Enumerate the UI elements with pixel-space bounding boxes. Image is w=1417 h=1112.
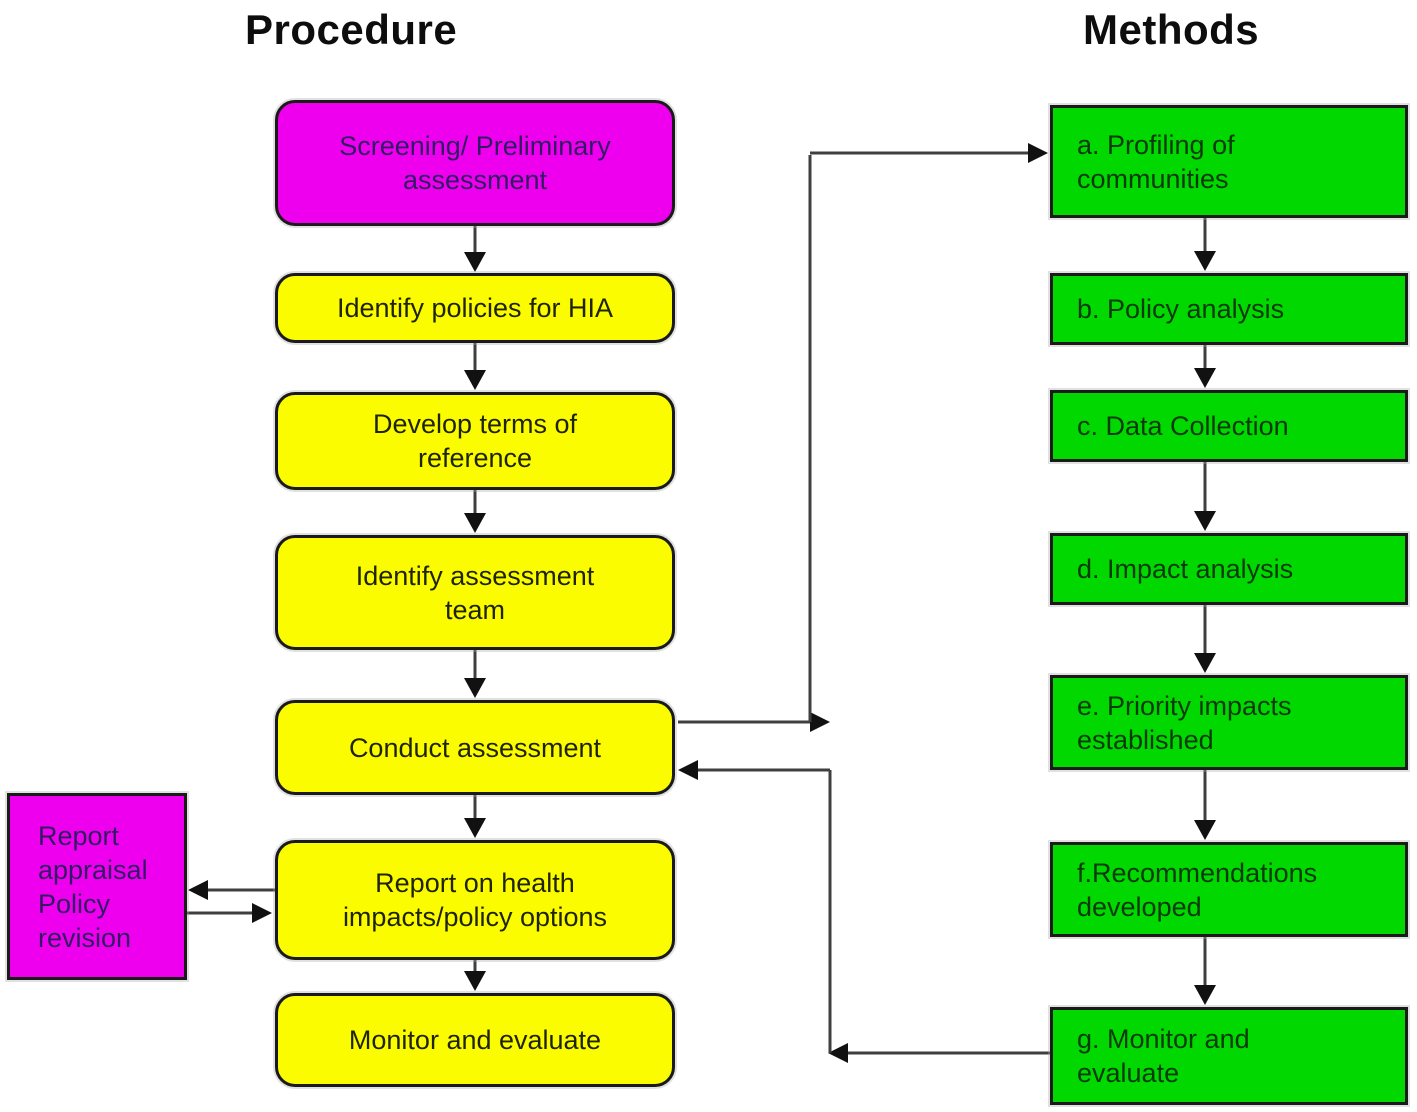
step-label: Monitor and evaluate: [348, 1025, 602, 1055]
box-identify-policies-for-hia: Identify policies for HIA: [275, 273, 675, 343]
box-conduct-assessment: Conduct assessment: [275, 700, 675, 795]
step-label: Conduct assessment: [348, 732, 602, 763]
method-label: g. Monitor and evaluate: [1077, 1024, 1250, 1088]
method-label: b. Policy analysis: [1077, 294, 1285, 324]
step-label: Report on health impacts/policy options: [342, 868, 608, 932]
box-method-priority-impacts-established: e. Priority impacts established: [1050, 675, 1408, 770]
box-method-data-collection: c. Data Collection: [1050, 390, 1408, 462]
method-label: a. Profiling of communities: [1077, 129, 1235, 194]
box-method-policy-analysis: b. Policy analysis: [1050, 273, 1408, 345]
procedure-down-arrows: [464, 226, 486, 991]
box-method-monitor-and-evaluate: g. Monitor and evaluate: [1050, 1007, 1408, 1105]
box-monitor-and-evaluate: Monitor and evaluate: [275, 993, 675, 1087]
box-screening-preliminary-assessment: Screening/ Preliminary assessment: [275, 100, 675, 226]
box-method-impact-analysis: d. Impact analysis: [1050, 533, 1408, 605]
box-method-recommendations-developed: f.Recommendations developed: [1050, 842, 1408, 937]
step-label: Screening/ Preliminary assessment: [339, 131, 611, 195]
method-label: e. Priority impacts established: [1077, 690, 1292, 755]
step-label: Develop terms of reference: [372, 409, 578, 473]
box-report-on-health-impacts: Report on health impacts/policy options: [275, 840, 675, 960]
methods-down-arrows: [1194, 218, 1216, 1005]
step-label: Identify assessment team: [355, 560, 595, 625]
side-box-label: Report appraisal Policy revision: [38, 820, 148, 953]
step-label: Identify policies for HIA: [336, 293, 614, 323]
monitor-to-conduct-connector: [678, 760, 1050, 1063]
box-identify-assessment-team: Identify assessment team: [275, 535, 675, 650]
methods-column-title: Methods: [1083, 6, 1260, 53]
box-report-appraisal-policy-revision: Report appraisal Policy revision: [7, 793, 187, 980]
procedure-column-title: Procedure: [245, 6, 458, 53]
conduct-to-profiling-connector: [678, 143, 1048, 732]
box-develop-terms-of-reference: Develop terms of reference: [275, 392, 675, 490]
method-label: c. Data Collection: [1077, 411, 1289, 441]
box-method-profiling-of-communities: a. Profiling of communities: [1050, 105, 1408, 218]
method-label: f.Recommendations developed: [1077, 857, 1318, 922]
report-appraisal-arrows: [187, 880, 275, 923]
method-label: d. Impact analysis: [1077, 554, 1294, 584]
